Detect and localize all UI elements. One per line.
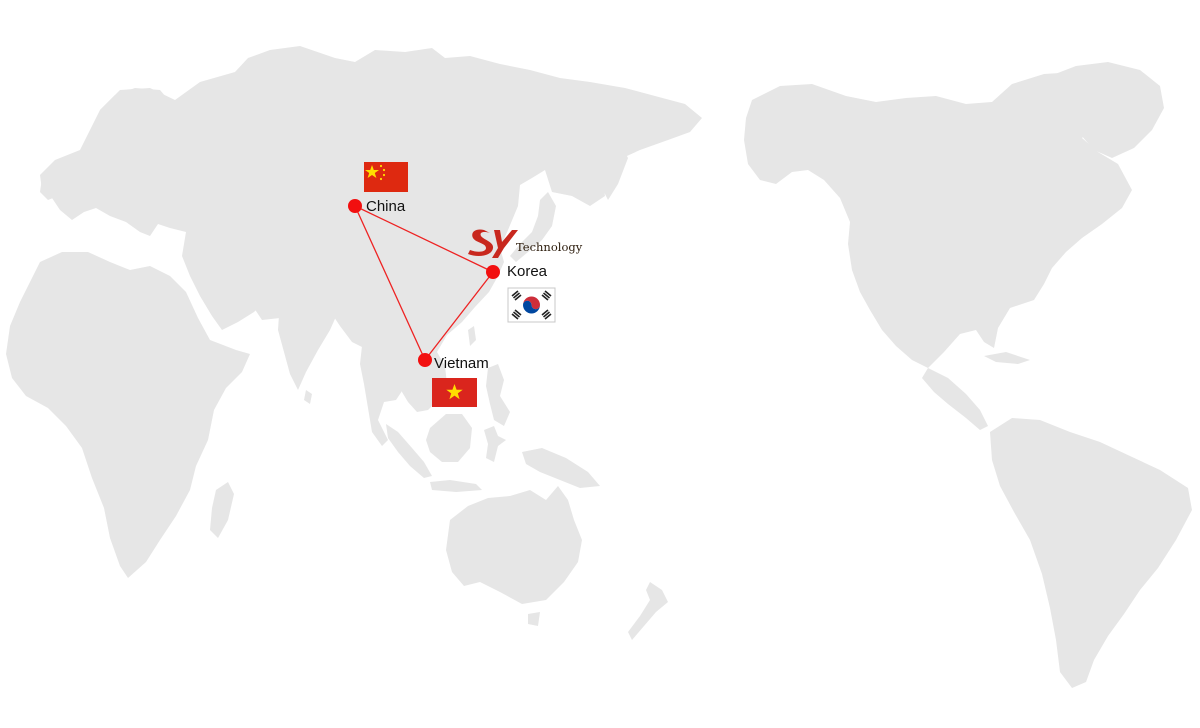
route-korea-vietnam bbox=[424, 271, 494, 361]
vietnam-marker[interactable] bbox=[418, 353, 432, 367]
landmass-australia bbox=[446, 486, 582, 604]
landmass-sumatra bbox=[386, 424, 432, 478]
route-vietnam-china bbox=[354, 205, 426, 361]
logo-s-glyph bbox=[468, 229, 494, 256]
landmass-scandinavia bbox=[100, 88, 172, 146]
vietnam-label: Vietnam bbox=[434, 355, 489, 372]
landmass-taiwan bbox=[468, 326, 476, 346]
landmass-greenland bbox=[1050, 62, 1164, 158]
landmass-new-zealand bbox=[628, 582, 668, 640]
landmass-africa bbox=[6, 252, 250, 578]
landmass-hokkaido bbox=[556, 170, 576, 190]
landmass-north-america bbox=[744, 72, 1132, 368]
logo-technology-text: Technology bbox=[516, 240, 583, 254]
landmass-madagascar bbox=[210, 482, 234, 538]
landmass-philippines bbox=[486, 364, 510, 426]
landmass-india bbox=[278, 296, 338, 390]
sy-technology-logo: Technology bbox=[468, 229, 583, 258]
landmass-arabia bbox=[182, 232, 266, 330]
landmasses bbox=[6, 46, 1192, 688]
landmass-central-america bbox=[922, 368, 988, 430]
vietnam-flag-icon bbox=[432, 378, 477, 407]
landmass-eurasia bbox=[40, 46, 702, 412]
landmass-sakhalin bbox=[556, 136, 566, 172]
landmass-sri-lanka bbox=[304, 390, 312, 404]
landmass-japan bbox=[510, 192, 556, 262]
china-marker[interactable] bbox=[348, 199, 362, 213]
korea-flag-icon bbox=[507, 287, 556, 323]
korea-label: Korea bbox=[507, 263, 548, 280]
landmass-cuba bbox=[984, 352, 1030, 364]
landmass-south-america bbox=[990, 418, 1192, 688]
landmass-indochina bbox=[360, 342, 404, 446]
landmass-baffin bbox=[1000, 82, 1046, 132]
landmass-kamchatka bbox=[600, 144, 628, 200]
route-china-korea bbox=[354, 205, 494, 273]
landmass-tasmania bbox=[528, 612, 540, 626]
landmass-java bbox=[430, 480, 482, 492]
landmass-borneo bbox=[426, 414, 472, 462]
china-flag-icon bbox=[364, 162, 408, 192]
china-label: China bbox=[366, 198, 406, 215]
landmass-sulawesi bbox=[484, 426, 506, 462]
route-lines bbox=[354, 205, 494, 361]
landmass-british-isles bbox=[40, 166, 62, 200]
korea-marker[interactable] bbox=[486, 265, 500, 279]
logo-y-glyph bbox=[492, 230, 518, 258]
landmass-new-guinea bbox=[522, 448, 600, 488]
